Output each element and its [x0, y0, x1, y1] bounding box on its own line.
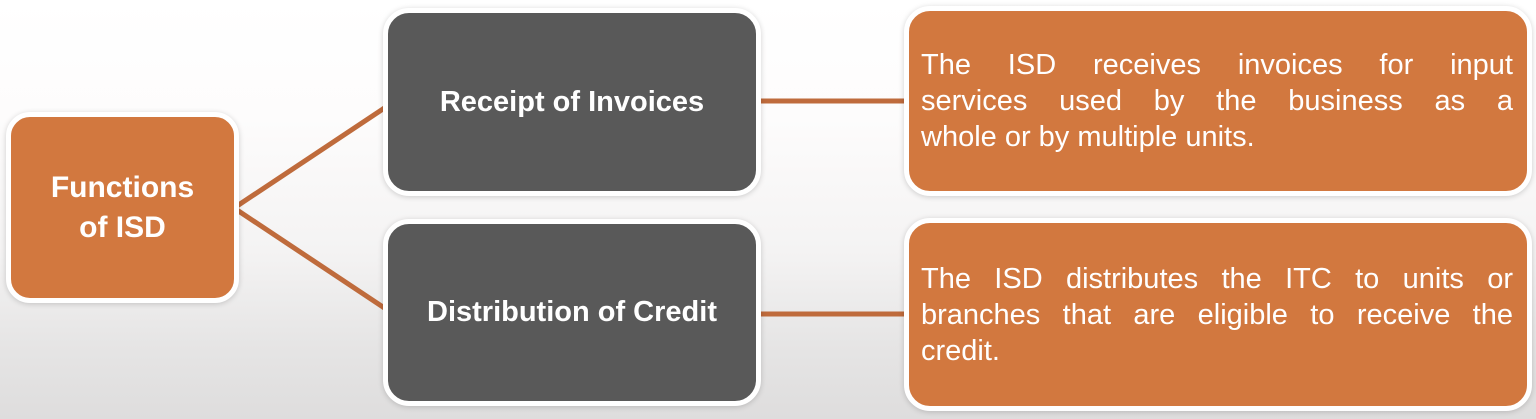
root-branch-connector [229, 100, 394, 316]
description-distribution-line-3: credit. [921, 334, 1000, 367]
description-distribution-line-2: branches that are eligible to receive th… [921, 298, 1513, 331]
description-box-receipt: The ISD receives invoices for input serv… [904, 6, 1532, 196]
description-receipt-line-1: The ISD receives invoices for input [921, 49, 1513, 81]
branch-label-receipt: Receipt of Invoices [439, 85, 705, 118]
branch-label-distribution: Distribution of Credit [427, 296, 717, 328]
description-distribution-line-1: The ISD distributes the ITC to units or [921, 262, 1513, 295]
root-label-line-2: of ISD [79, 210, 166, 244]
description-receipt-line-2: services used by the business as a [921, 85, 1513, 117]
branch-node-distribution-of-credit: Distribution of Credit [383, 219, 761, 406]
description-receipt-line-3: whole or by multiple units. [921, 121, 1255, 153]
root-label-line-1: Functions [50, 170, 195, 204]
root-node-functions-of-isd: Functions of ISD [6, 112, 239, 303]
branch-node-receipt-of-invoices: Receipt of Invoices [383, 8, 761, 196]
description-box-distribution: The ISD distributes the ITC to units or … [904, 218, 1532, 411]
